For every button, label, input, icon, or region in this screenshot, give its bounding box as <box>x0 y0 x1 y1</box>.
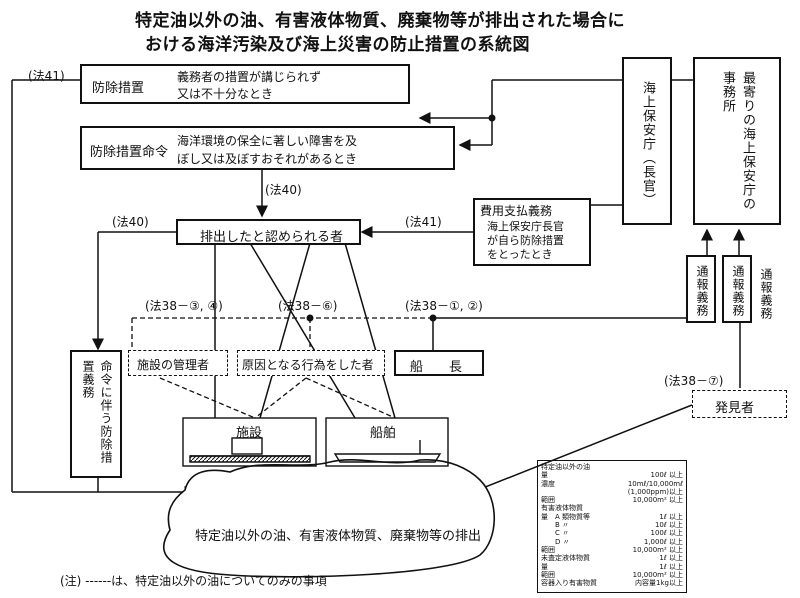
measures-label: 防除措置 <box>92 81 145 96</box>
legend-key: 未査定液体物質 <box>541 554 590 563</box>
cost-cond1: 海上保安庁長官 <box>487 220 564 233</box>
discoverer-label: 発見者 <box>715 401 755 416</box>
legend-value: 1ℓ 以上 <box>659 554 683 563</box>
footnote: (注) ------は、特定油以外の油についてのみの事項 <box>60 574 327 588</box>
legend-row: 量 A 類物質等 1ℓ 以上 <box>541 513 683 521</box>
cost-duty-title: 費用支払義務 <box>480 204 553 218</box>
legend-value: 1ℓ 以上 <box>659 562 683 571</box>
discharger-label: 排出したと認められる者 <box>200 230 344 245</box>
report-duty-a: 通報義務 <box>695 265 709 317</box>
discharger-box: 排出したと認められる者 <box>176 219 361 245</box>
facility-manager-label: 施設の管理者 <box>137 358 210 372</box>
legend-value: (1,000ppm)以上 <box>627 487 683 496</box>
order-cond2: ぼし又は及ぼすおそれがあるとき <box>177 152 358 166</box>
legend-key: 範囲 <box>541 496 555 505</box>
legend-row: 特定油以外の油 <box>541 463 683 471</box>
legend-value: 1,000ℓ 以上 <box>643 537 683 546</box>
captain-label: 船 長 <box>410 360 463 375</box>
legend-row: 範囲 10,000m² 以上 <box>541 496 683 504</box>
measures-cond1: 義務者の措置が講じられず <box>177 70 322 84</box>
legend-value: 10,000m² 以上 <box>632 545 683 554</box>
cost-cond3: をとったとき <box>487 248 553 261</box>
legend-key: 有害液体物質 <box>541 504 583 513</box>
discoverer-box: 発見者 <box>692 390 787 418</box>
facility-icon <box>182 417 317 467</box>
discharge-cloud <box>163 459 496 578</box>
ship-icon <box>325 417 449 467</box>
law41-top: (法41) <box>28 69 65 83</box>
cost-duty-box: 費用支払義務 海上保安庁長官 が自ら防除措置 をとったとき <box>473 198 591 266</box>
legend-row: C 〃 100ℓ 以上 <box>541 529 683 537</box>
law40-mid: (法40) <box>265 183 302 197</box>
legend-value: 1ℓ 以上 <box>659 512 683 521</box>
legend-row: B 〃 10ℓ 以上 <box>541 521 683 529</box>
legend-value: 100ℓ 以上 <box>650 529 683 538</box>
legend-key: 範囲 <box>541 545 555 554</box>
measures-cond2: 又は不十分なとき <box>177 87 274 101</box>
legend-key: 量 A 類物質等 <box>541 512 591 521</box>
legend-key: B 〃 <box>541 521 570 530</box>
legend-row: 未査定液体物質 1ℓ 以上 <box>541 554 683 562</box>
legend-row: 濃度 10mℓ/10,000mℓ <box>541 480 683 488</box>
legend-value: 100ℓ 以上 <box>650 471 683 480</box>
legend-value: 10,000m² 以上 <box>632 496 683 505</box>
legend-value: 10,000m² 以上 <box>632 570 683 579</box>
facility-label: 施設 <box>236 426 263 441</box>
law38-34: (法38－③, ④) <box>145 299 223 313</box>
diagram-title-line2: おける海洋汚染及び海上災害の防止措置の系統図 <box>145 35 530 55</box>
report-duty-b: 通報義務 <box>731 265 745 317</box>
discharge-label: 特定油以外の油、有害液体物質、廃棄物等の排出 <box>195 529 482 544</box>
cause-person-box: 原因となる行為をした者 <box>237 350 385 376</box>
legend-key: D 〃 <box>541 537 570 546</box>
law38-6: (法38－⑥) <box>278 299 338 313</box>
follow-duty-box: 命令に伴う防除措置義務 <box>70 350 122 478</box>
legend-key: 容器入り有害物質 <box>541 579 597 588</box>
diagram-title-line1: 特定油以外の油、有害液体物質、廃棄物等が排出された場合に <box>135 11 625 31</box>
law38-7: (法38－⑦) <box>664 374 724 388</box>
jcg-box: 海上保安庁（長官） <box>622 57 672 225</box>
legend-row: 有害液体物質 <box>541 504 683 512</box>
order-cond1: 海洋環境の保全に著しい障害を及 <box>177 134 358 148</box>
legend-key: C 〃 <box>541 529 570 538</box>
law38-12: (法38－①, ②) <box>405 299 483 313</box>
jcg-label: 海上保安庁（長官） <box>640 81 655 207</box>
follow-duty-label: 命令に伴う防除措置義務 <box>81 360 113 464</box>
nearest-office-label: 最寄りの海上保安庁の事務所 <box>720 71 755 211</box>
legend-key: 量 <box>541 562 548 571</box>
ship-label: 船舶 <box>370 426 397 441</box>
order-label: 防除措置命令 <box>90 145 169 160</box>
report-duty-box-a: 通報義務 <box>686 255 716 323</box>
report-duty-box-b: 通報義務 <box>722 255 752 323</box>
legend-row: 量 1ℓ 以上 <box>541 563 683 571</box>
legend-key: 特定油以外の油 <box>541 463 590 471</box>
captain-box: 船 長 <box>394 350 484 376</box>
legend-row: 容器入り有害物質 内容量1kg以上 <box>541 579 683 587</box>
order-box: 防除措置命令 海洋環境の保全に著しい障害を及 ぼし又は及ぼすおそれがあるとき <box>80 126 455 170</box>
legend-row: D 〃 1,000ℓ 以上 <box>541 538 683 546</box>
legend-key: 量 <box>541 471 548 480</box>
facility-manager-box: 施設の管理者 <box>128 350 228 376</box>
legend-row: 範囲 10,000m² 以上 <box>541 571 683 579</box>
legend-row: 範囲 10,000m² 以上 <box>541 546 683 554</box>
cost-cond2: が自ら防除措置 <box>487 234 564 247</box>
law40-left: (法40) <box>112 215 149 229</box>
nearest-office-box: 最寄りの海上保安庁の事務所 <box>693 57 781 225</box>
legend-value: 10ℓ 以上 <box>654 521 683 530</box>
report-duty-c: 通報義務 <box>759 268 773 320</box>
law41-right: (法41) <box>405 215 442 229</box>
legend-key: 濃度 <box>541 479 555 488</box>
cause-person-label: 原因となる行為をした者 <box>242 358 374 372</box>
legend-key: 範囲 <box>541 570 555 579</box>
measures-box: 防除措置 義務者の措置が講じられず 又は不十分なとき <box>80 64 410 104</box>
legend-value: 10mℓ/10,000mℓ <box>627 479 683 488</box>
legend-row: 量 100ℓ 以上 <box>541 471 683 479</box>
legend-row: (1,000ppm)以上 <box>541 488 683 496</box>
legend-value: 内容量1kg以上 <box>635 579 683 588</box>
